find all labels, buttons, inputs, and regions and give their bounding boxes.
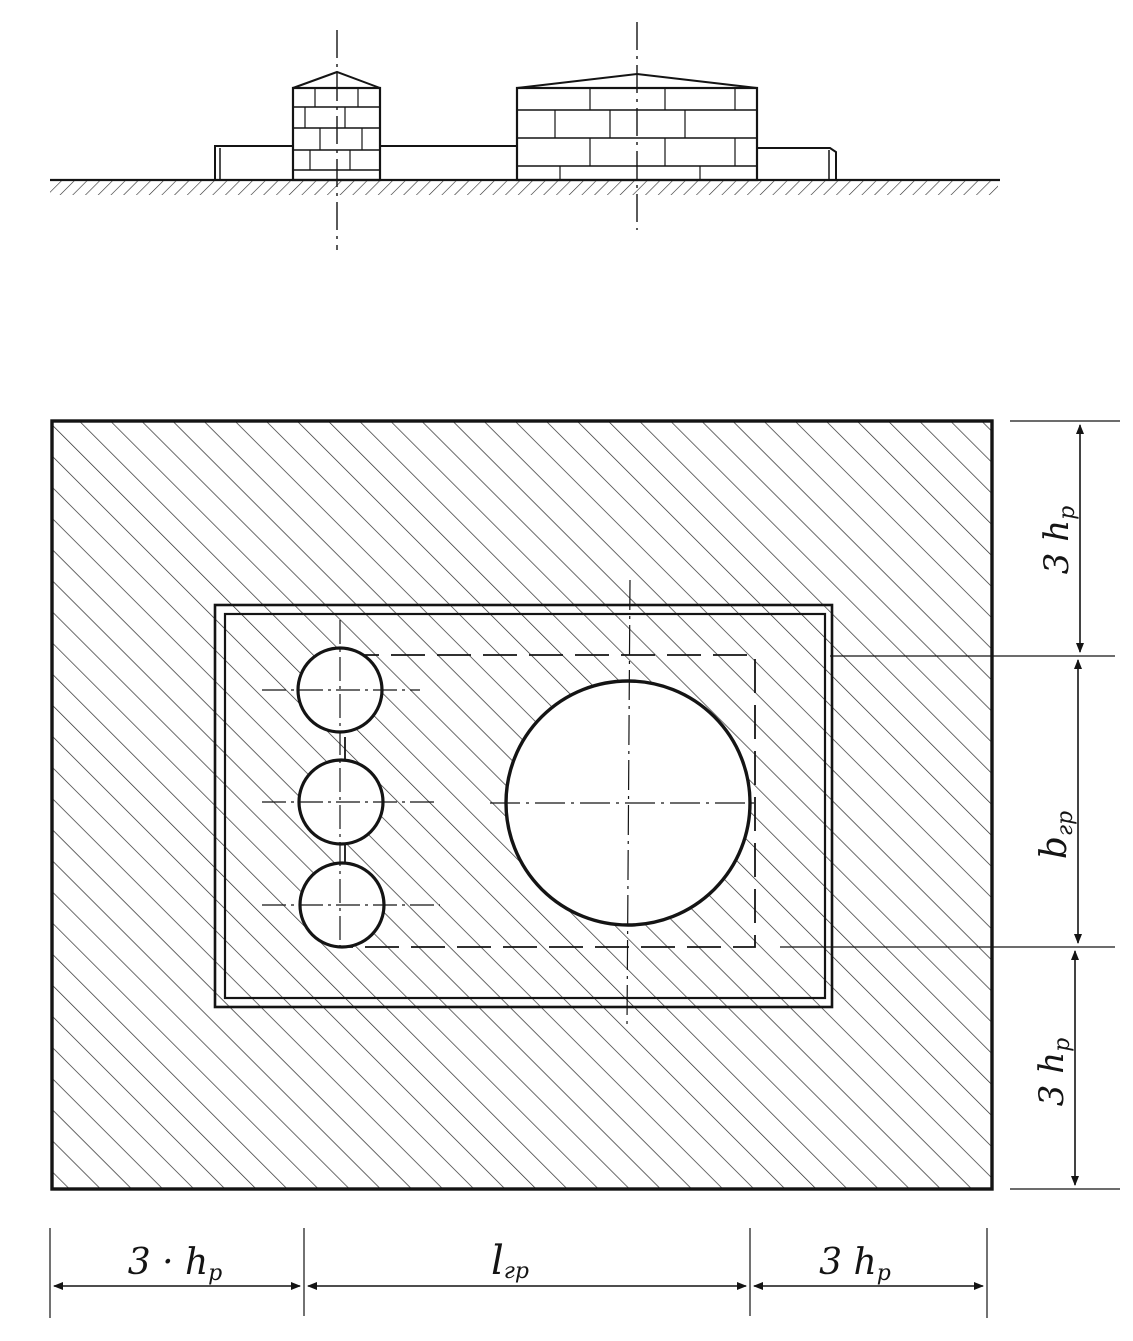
dim-label-right-top: 3 hр — [1037, 506, 1080, 574]
ground-hatch — [50, 181, 998, 195]
dim-label-bottom-middle: lгр — [491, 1238, 529, 1284]
base-platform-left — [214, 145, 293, 180]
dim-label-right-middle: bгр — [1034, 811, 1078, 859]
bottom-dimensions: 3 · hр lгр 3 hр — [49, 1228, 988, 1318]
bund-inner-outline — [223, 612, 827, 1000]
large-tank-plan — [490, 579, 760, 1026]
right-dimensions: 3 hр bгр 3 hр — [780, 420, 1120, 1190]
elevation-view — [50, 22, 1000, 250]
base-platform-right — [757, 147, 837, 180]
plan-view — [50, 419, 994, 1191]
small-tanks-plan — [262, 620, 440, 950]
dim-label-bottom-left: 3 · hр — [128, 1242, 223, 1286]
bund-outer-outline — [213, 603, 834, 1009]
outer-zone-border — [50, 419, 994, 1191]
dim-label-bottom-right: 3 hр — [819, 1242, 891, 1286]
dim-label-right-bottom: 3 hр — [1032, 1038, 1075, 1106]
